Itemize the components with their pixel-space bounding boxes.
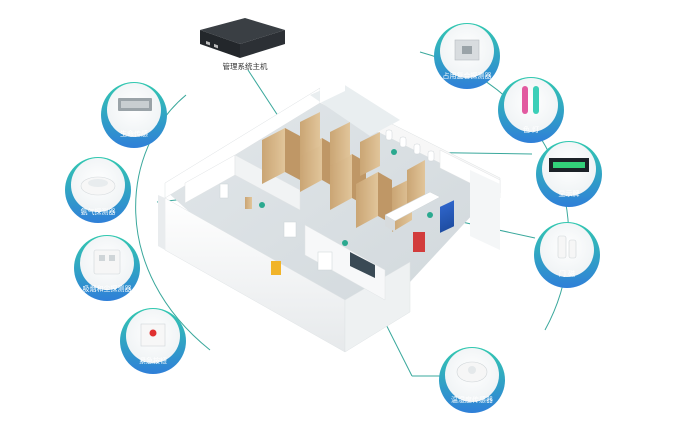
- device-emergency-button: 紧急按钮: [120, 308, 186, 374]
- color-light-icon: [522, 86, 539, 114]
- device-ammonia-detector: 氨气探测器: [65, 157, 131, 223]
- device-label: 门 磁: [559, 269, 575, 278]
- round-detector-icon: [80, 176, 116, 196]
- device-label: 色 灯: [523, 125, 539, 134]
- device-label: 显示牌: [559, 189, 580, 198]
- device-label: 吸烟和尘探测器: [83, 284, 132, 293]
- square-detector-icon: [454, 39, 480, 61]
- device-label: 氨气探测器: [81, 207, 116, 216]
- device-display-board: 显示牌: [536, 141, 602, 207]
- stalls: [262, 112, 425, 232]
- host-title: 管理系统主机: [223, 61, 268, 71]
- emergency-button-icon: [140, 323, 166, 347]
- temp-sensor-icon: [456, 361, 488, 383]
- display-board-icon: [549, 158, 589, 172]
- floor: [165, 95, 500, 352]
- building: [158, 76, 501, 353]
- device-color-light: 色 灯: [498, 77, 564, 143]
- device-label: 生命传感: [120, 129, 148, 138]
- door-magnet-icon: [557, 235, 577, 259]
- device-label: 占用复合探测器: [443, 71, 492, 80]
- radar-panel-icon: [118, 98, 152, 111]
- device-temp-humidity-sensor: 温湿度传感器: [439, 347, 505, 413]
- host-device: [200, 18, 285, 58]
- device-label: 紧急按钮: [139, 356, 167, 365]
- device-smoke-detector: 吸烟和尘探测器: [74, 235, 140, 301]
- device-label: 温湿度传感器: [451, 395, 493, 404]
- device-occupancy-detector: 占用复合探测器: [434, 23, 500, 89]
- device-life-sensor: 生命传感: [101, 82, 167, 148]
- sensor-box-icon: [93, 249, 121, 275]
- device-door-magnet: 门 磁: [534, 222, 600, 288]
